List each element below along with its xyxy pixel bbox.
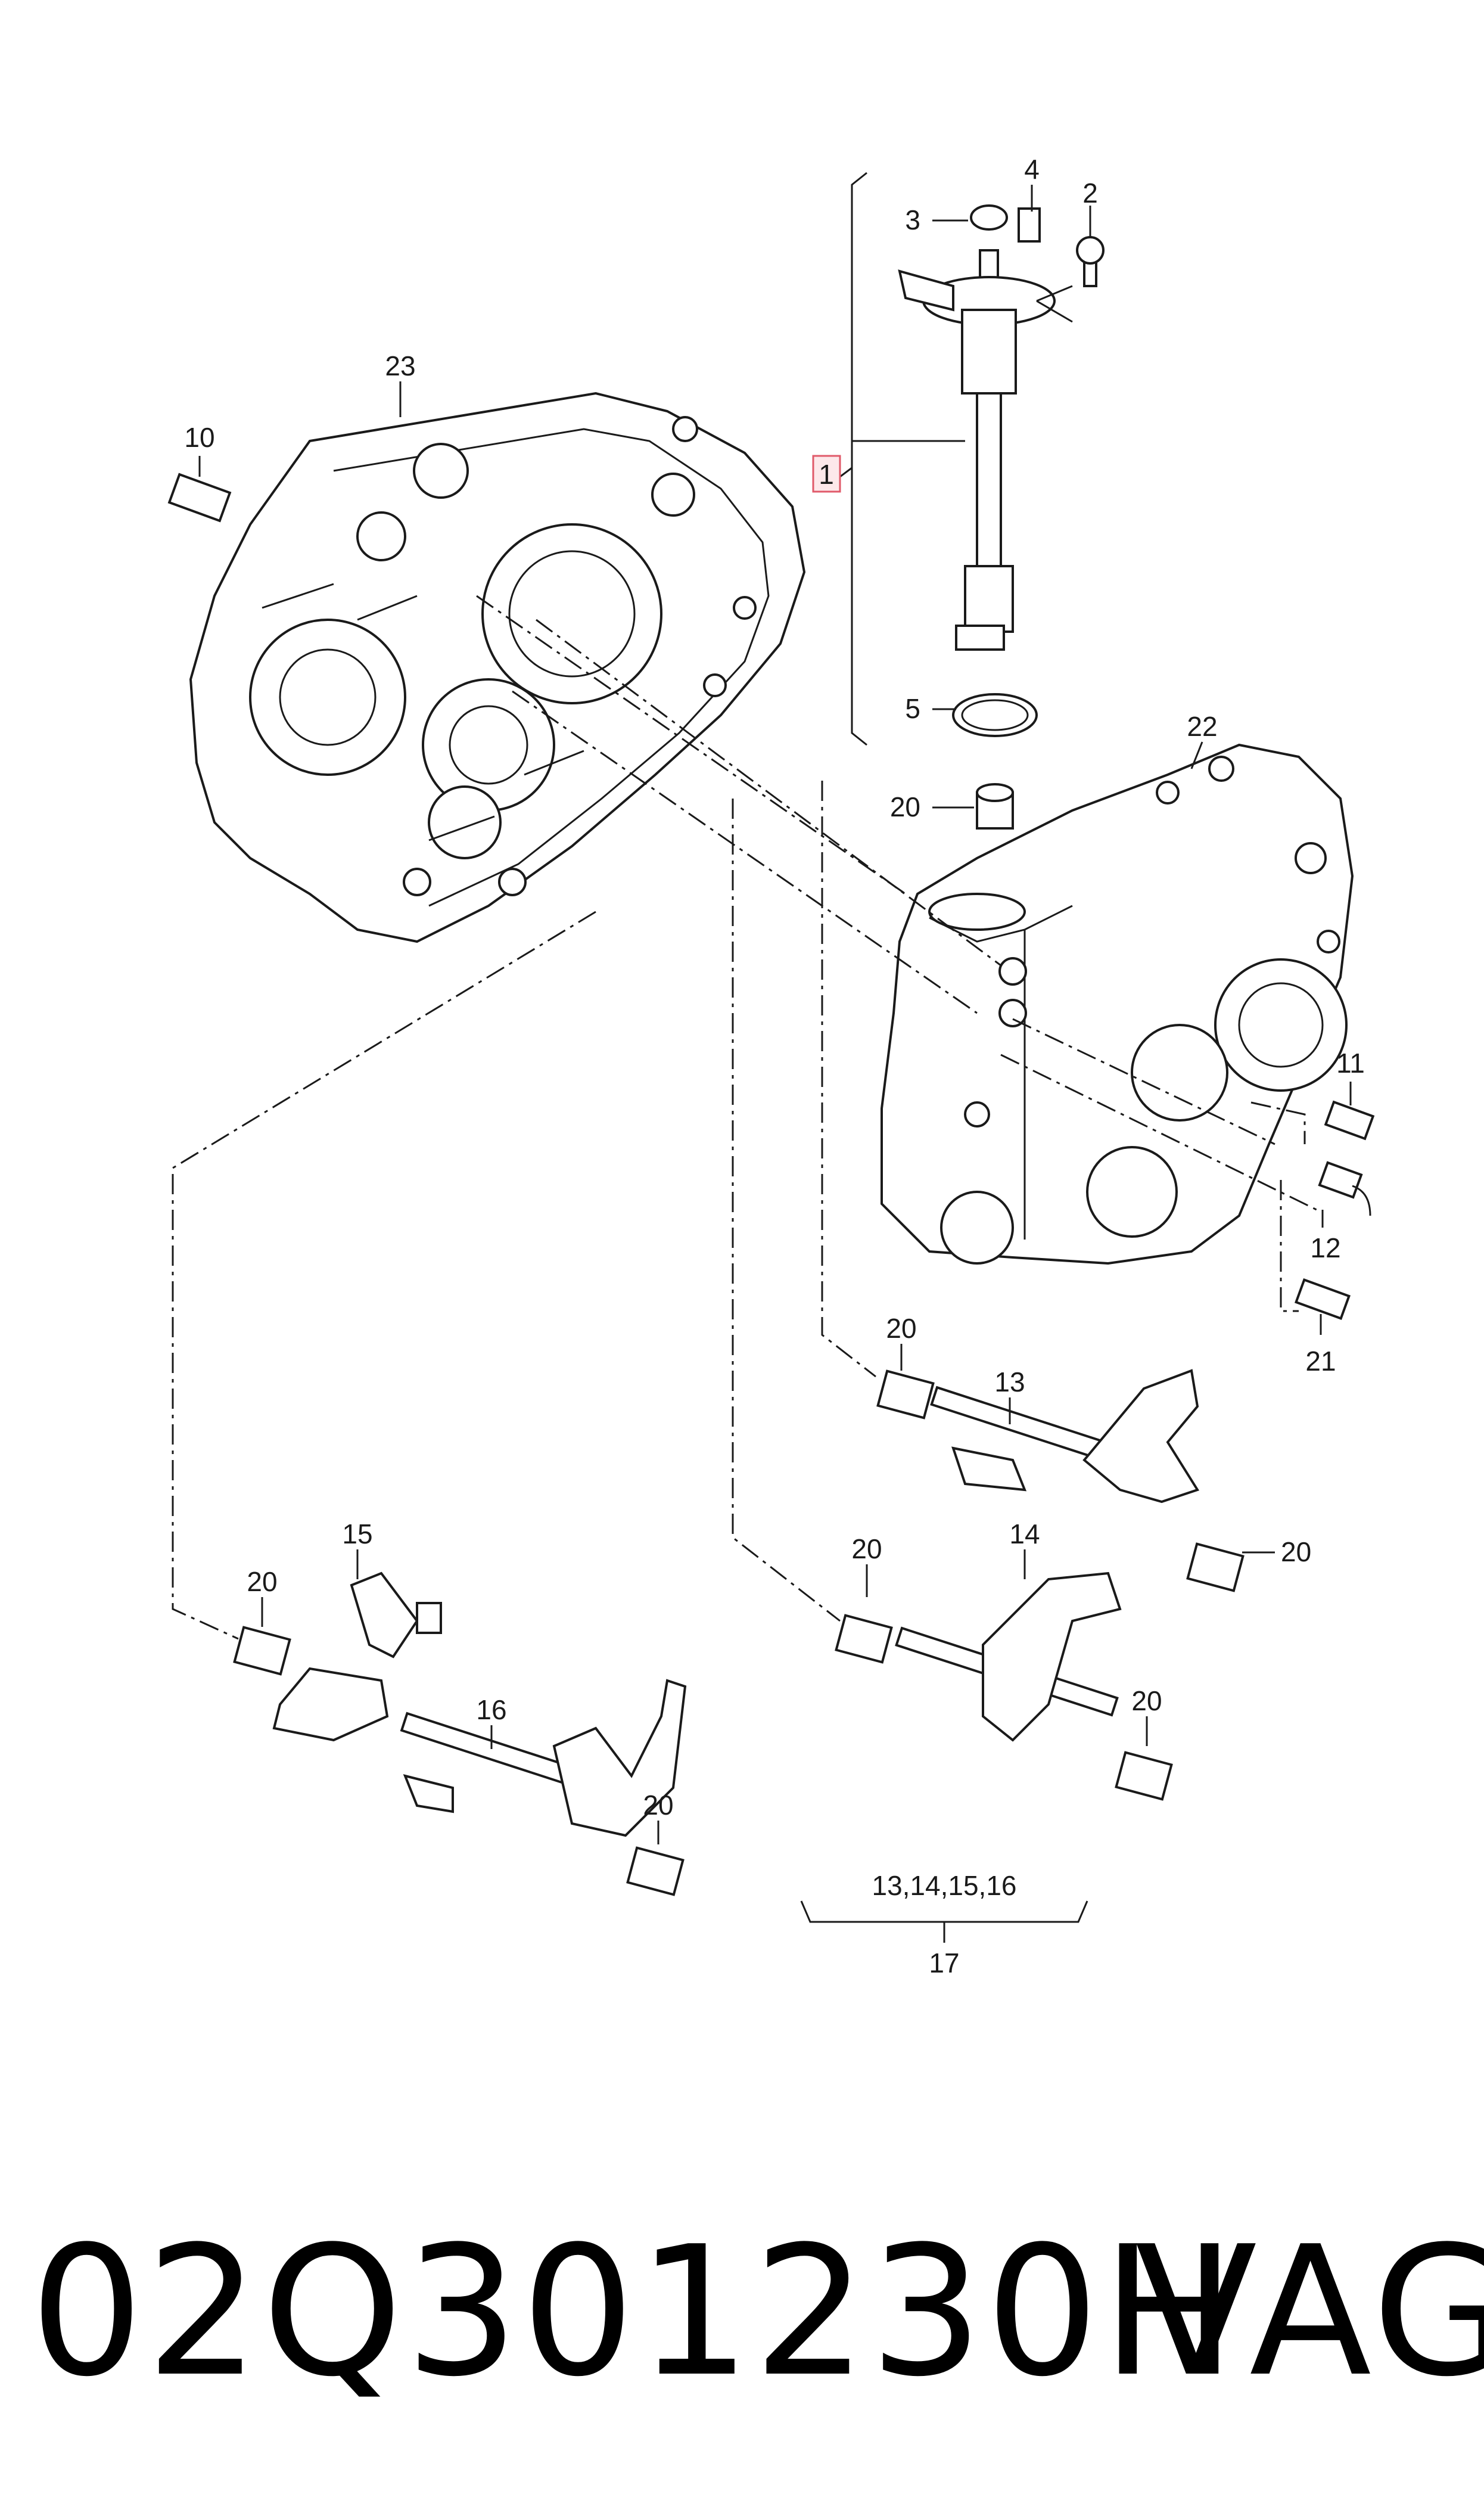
callout-10: 10 — [184, 422, 214, 453]
callout-2: 2 — [1082, 178, 1098, 209]
callout-20-f: 20 — [247, 1566, 277, 1597]
selector-shaft-assembly — [898, 204, 1105, 651]
callout-22: 22 — [1187, 711, 1217, 742]
o-ring — [952, 693, 1038, 737]
callout-20-d: 20 — [851, 1533, 882, 1564]
sensors — [1295, 1100, 1375, 1321]
callout-3: 3 — [905, 204, 920, 235]
callout-12: 12 — [1310, 1232, 1340, 1263]
part-number: 02Q301230H — [30, 2208, 1239, 2416]
callout-5: 5 — [905, 693, 920, 724]
callout-4: 4 — [1024, 154, 1040, 185]
gearbox-housing-right — [881, 743, 1354, 1265]
callout-20-c: 20 — [1281, 1536, 1311, 1567]
callout-21: 21 — [1305, 1346, 1336, 1377]
bushings — [233, 783, 1245, 1896]
selector-fork-14 — [895, 1571, 1122, 1742]
leader-lines — [198, 172, 1352, 1943]
callout-15: 15 — [342, 1518, 372, 1549]
callout-labels: 1 2 3 4 5 10 11 12 13 14 15 16 17 20 20 … — [184, 154, 1364, 1978]
assembly-lines — [172, 595, 1317, 1640]
brand-label: VAG — [1135, 2208, 1484, 2416]
selector-fork-16 — [400, 1679, 687, 1837]
callout-14: 14 — [1009, 1518, 1040, 1549]
callout-23: 23 — [385, 350, 415, 381]
gearbox-housing-left — [189, 392, 806, 943]
selector-fork-13 — [930, 1369, 1200, 1504]
selector-fork-15 — [272, 1571, 442, 1742]
dowel-pin — [167, 473, 232, 523]
callout-20-b: 20 — [886, 1313, 916, 1344]
callout-20-a: 20 — [890, 791, 920, 822]
callout-17: 17 — [929, 1948, 959, 1978]
callout-11: 11 — [1336, 1048, 1365, 1079]
callout-16: 16 — [476, 1694, 506, 1725]
highlight-box-part-1 — [812, 455, 841, 493]
callout-1: 1 — [819, 459, 834, 490]
callout-group-13-16: 13,14,15,16 — [872, 1870, 1016, 1901]
exploded-parts-diagram: 1 2 3 4 5 10 11 12 13 14 15 16 17 20 20 … — [167, 154, 1375, 1978]
callout-20-e: 20 — [1131, 1685, 1162, 1716]
callout-13: 13 — [994, 1366, 1025, 1397]
callout-20-g: 20 — [643, 1790, 673, 1821]
